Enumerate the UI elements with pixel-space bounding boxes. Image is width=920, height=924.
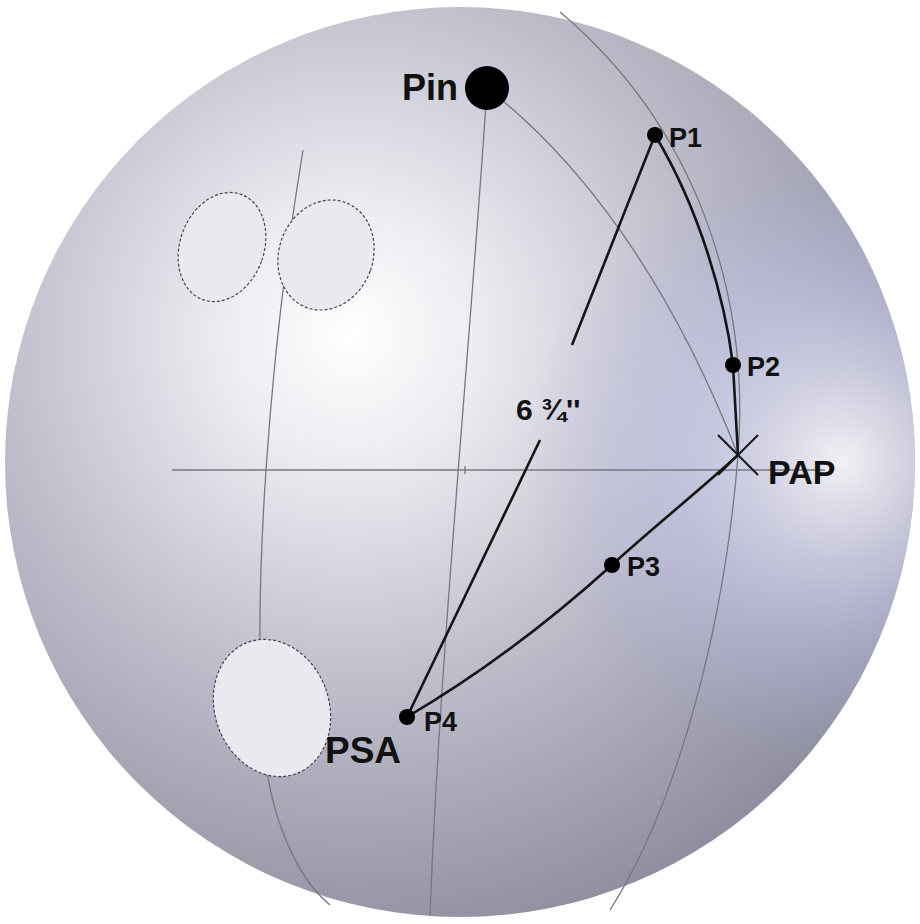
point-label: PSA: [325, 732, 401, 769]
point-dot: [725, 357, 741, 373]
dimension-label: 6 ¾'': [516, 395, 580, 425]
center-tick: [464, 466, 465, 474]
ball-shine: [5, 7, 915, 917]
point-dot: [399, 709, 415, 725]
arcs: [407, 135, 738, 717]
arc-lower: [407, 455, 738, 717]
pin-dot: [465, 66, 509, 110]
point-label: P1: [669, 125, 702, 152]
point-label: P2: [747, 354, 780, 381]
finger-hole: [163, 180, 280, 314]
construction-lines: [172, 12, 825, 915]
pin-line: [487, 88, 738, 455]
pin-label: Pin: [402, 70, 458, 106]
point-dot: [604, 557, 620, 573]
pap-cross: [718, 435, 758, 475]
horizontal-line: [172, 469, 825, 470]
ball: [5, 7, 915, 917]
finger-hole: [263, 186, 390, 323]
points: [399, 66, 741, 725]
point-label: P4: [424, 709, 457, 736]
dimension-line: [572, 135, 655, 345]
point-dot: [647, 127, 663, 143]
point-label: PAP: [768, 455, 835, 489]
arc-upper: [655, 135, 738, 455]
right-line: [560, 12, 740, 910]
dimension-line: [407, 440, 540, 717]
holes: [163, 180, 389, 793]
vertical-line: [430, 88, 487, 915]
point-label: P3: [627, 554, 660, 581]
